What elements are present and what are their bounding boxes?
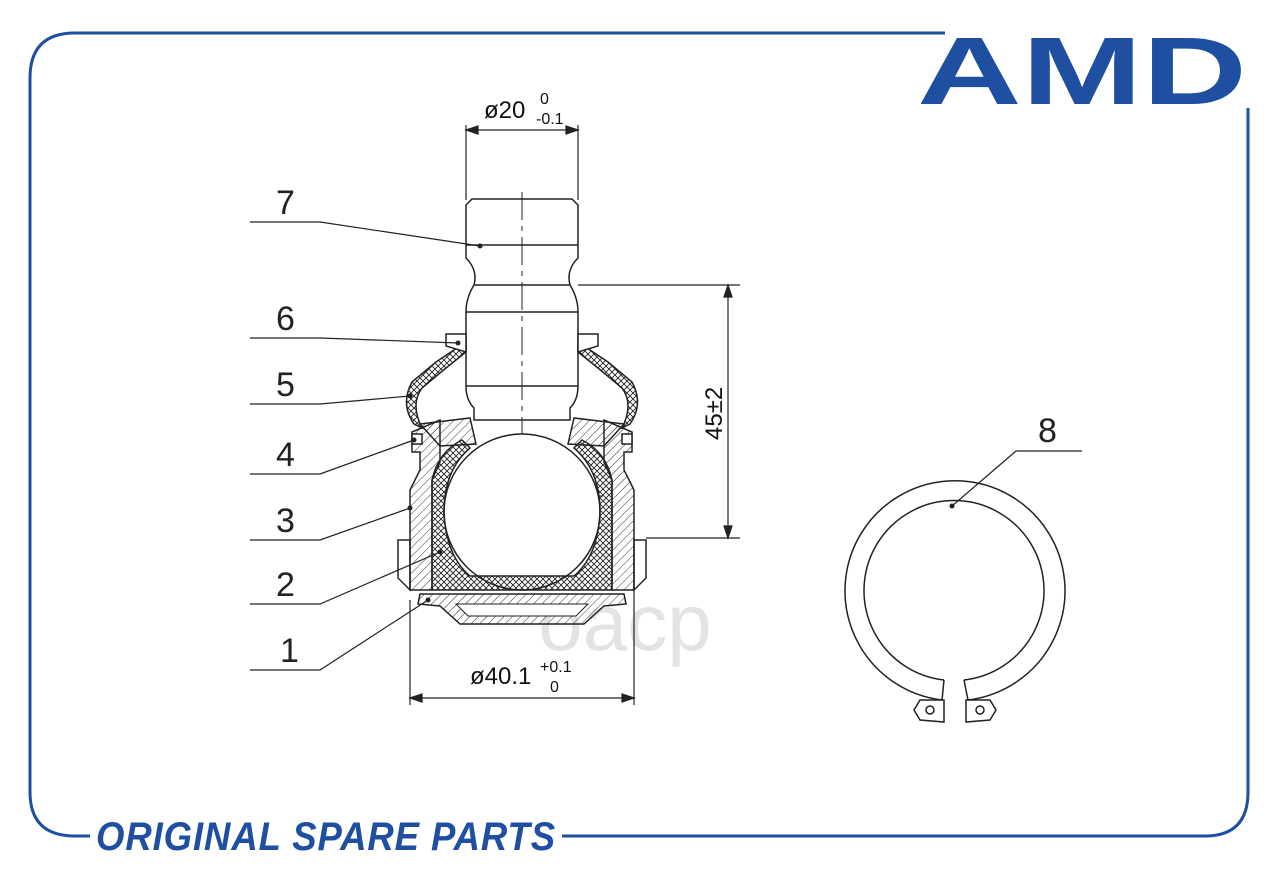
stud xyxy=(465,198,579,421)
callout-2: 2 xyxy=(276,566,295,604)
stud-diameter-upper-tol: 0 xyxy=(540,91,549,108)
stud-diameter-label: ø20 xyxy=(484,97,525,124)
housing xyxy=(397,418,647,592)
stud-diameter-lower-tol: -0.1 xyxy=(536,111,564,128)
stud-diameter-dimension xyxy=(464,125,580,200)
callout-1: 1 xyxy=(280,632,299,670)
housing-diameter-upper-tol: +0.1 xyxy=(540,659,572,676)
callout-3: 3 xyxy=(276,502,295,540)
bottom-plate-inner xyxy=(454,603,590,617)
callout-6: 6 xyxy=(276,300,295,338)
callout-4: 4 xyxy=(276,436,295,474)
height-label: 45±2 xyxy=(701,387,728,440)
callout-leaders xyxy=(250,221,1082,671)
callout-dots xyxy=(407,243,955,603)
callout-8: 8 xyxy=(1038,412,1057,450)
height-dimension xyxy=(578,283,740,540)
ball xyxy=(443,433,601,591)
retaining-ring xyxy=(844,480,1066,723)
dust-boot xyxy=(405,338,639,430)
footer-tagline: ORIGINAL SPARE PARTS xyxy=(96,815,556,859)
callout-5: 5 xyxy=(276,366,295,404)
frame-border xyxy=(28,31,1250,838)
housing-diameter-lower-tol: 0 xyxy=(550,679,559,696)
brand-logo: AMD xyxy=(917,18,1247,125)
housing-diameter-label: ø40.1 xyxy=(470,663,531,690)
callout-7: 7 xyxy=(276,184,295,222)
housing-diameter-dimension xyxy=(408,590,636,705)
seal-ring xyxy=(411,417,633,447)
